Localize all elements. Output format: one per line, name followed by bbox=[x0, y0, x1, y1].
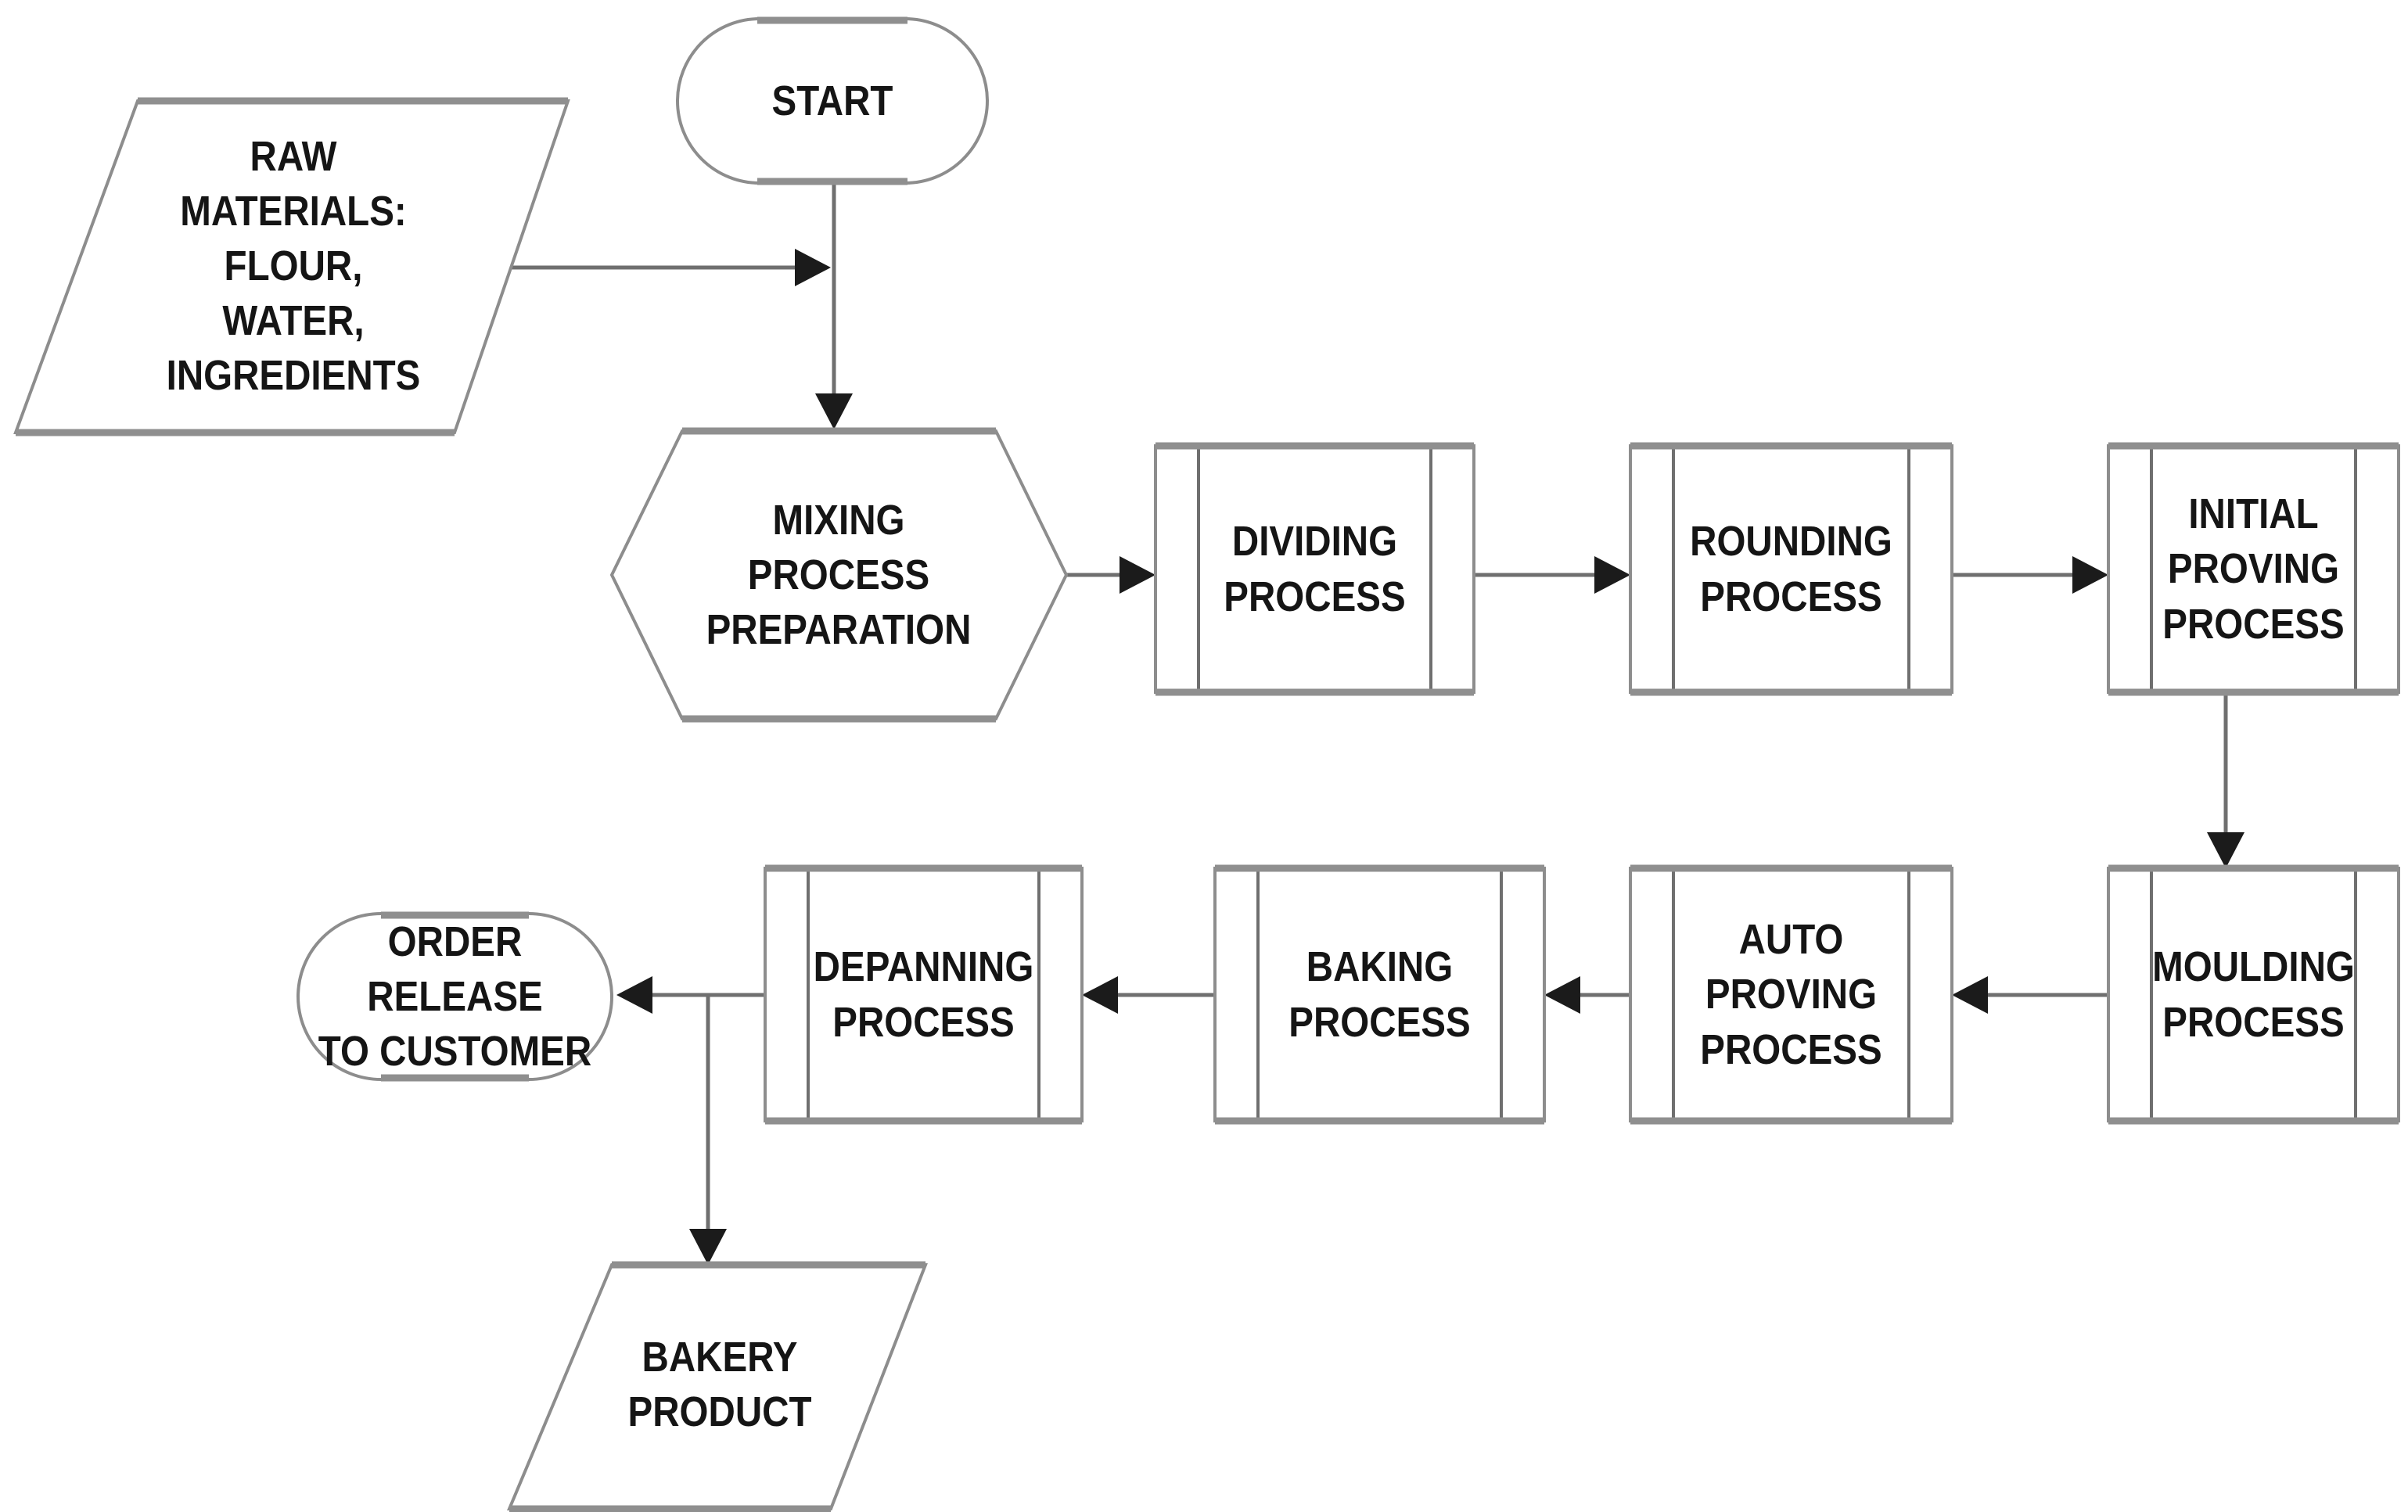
node-order-release bbox=[297, 911, 613, 1082]
node-label-moulding: MOULDING PROCESS bbox=[2152, 943, 2355, 1046]
connector-start-to-mixing bbox=[815, 183, 853, 429]
arrowhead-right-icon bbox=[1120, 556, 1155, 594]
node-label-mixing: MIXING PROCESS PREPARATION bbox=[706, 496, 972, 654]
arrowhead-down-icon bbox=[689, 1229, 727, 1265]
node-baking bbox=[1213, 864, 1546, 1125]
node-auto-proving bbox=[1629, 864, 1953, 1125]
node-raw-materials bbox=[13, 97, 570, 436]
predefined-process-shape bbox=[1213, 867, 1546, 1122]
node-bakery-product bbox=[506, 1261, 928, 1512]
arrowhead-down-icon bbox=[815, 393, 853, 429]
node-dividing bbox=[1154, 442, 1475, 696]
node-moulding bbox=[2107, 864, 2400, 1125]
node-label-depanning: DEPANNING PROCESS bbox=[813, 943, 1034, 1046]
connector-depanning-to-bakery-product bbox=[689, 995, 727, 1265]
arrowhead-right-icon bbox=[2072, 556, 2108, 594]
predefined-process-shape bbox=[1629, 867, 1953, 1122]
arrowhead-left-icon bbox=[616, 976, 652, 1014]
connector-dividing-to-rounding bbox=[1474, 556, 1630, 594]
connector-moulding-to-auto-proving bbox=[1952, 976, 2108, 1014]
node-label-auto-proving: AUTO PROVING PROCESS bbox=[1700, 916, 1882, 1073]
node-label-baking: BAKING PROCESS bbox=[1288, 943, 1471, 1046]
arrowhead-right-icon bbox=[1594, 556, 1630, 594]
node-label-raw-materials: RAW MATERIALS: FLOUR, WATER, INGREDIENTS bbox=[166, 132, 421, 400]
node-label-order-release: ORDER RELEASE TO CUSTOMER bbox=[318, 918, 592, 1076]
connector-mixing-to-dividing bbox=[1066, 556, 1155, 594]
node-label-dividing: DIVIDING PROCESS bbox=[1224, 518, 1406, 620]
predefined-process-shape bbox=[764, 867, 1084, 1122]
node-label-initial-proving: INITIAL PROVING PROCESS bbox=[2162, 490, 2345, 648]
predefined-process-shape bbox=[1154, 444, 1475, 694]
connector-auto-proving-to-baking bbox=[1544, 976, 1630, 1014]
predefined-process-shape bbox=[2107, 867, 2400, 1122]
node-rounding bbox=[1629, 442, 1953, 696]
connector-depanning-to-order-release bbox=[616, 976, 765, 1014]
predefined-process-shape bbox=[2107, 444, 2400, 694]
arrowhead-right-icon bbox=[795, 249, 831, 286]
node-start bbox=[676, 16, 989, 185]
node-depanning bbox=[764, 864, 1084, 1125]
arrowhead-left-icon bbox=[1952, 976, 1988, 1014]
connector-initial-proving-to-moulding bbox=[2207, 692, 2244, 868]
node-label-bakery-product: BAKERY PRODUCT bbox=[627, 1333, 812, 1435]
arrowhead-left-icon bbox=[1082, 976, 1118, 1014]
arrowhead-left-icon bbox=[1544, 976, 1580, 1014]
node-label-start: START bbox=[771, 77, 893, 124]
node-label-rounding: ROUNDING PROCESS bbox=[1690, 518, 1892, 620]
predefined-process-shape bbox=[1629, 444, 1953, 694]
connector-baking-to-depanning bbox=[1082, 976, 1215, 1014]
arrowhead-down-icon bbox=[2207, 832, 2244, 868]
connector-raw-materials-to-mixing bbox=[509, 249, 831, 286]
connector-rounding-to-initial-proving bbox=[1952, 556, 2108, 594]
node-initial-proving bbox=[2107, 442, 2400, 696]
node-mixing bbox=[609, 427, 1069, 723]
